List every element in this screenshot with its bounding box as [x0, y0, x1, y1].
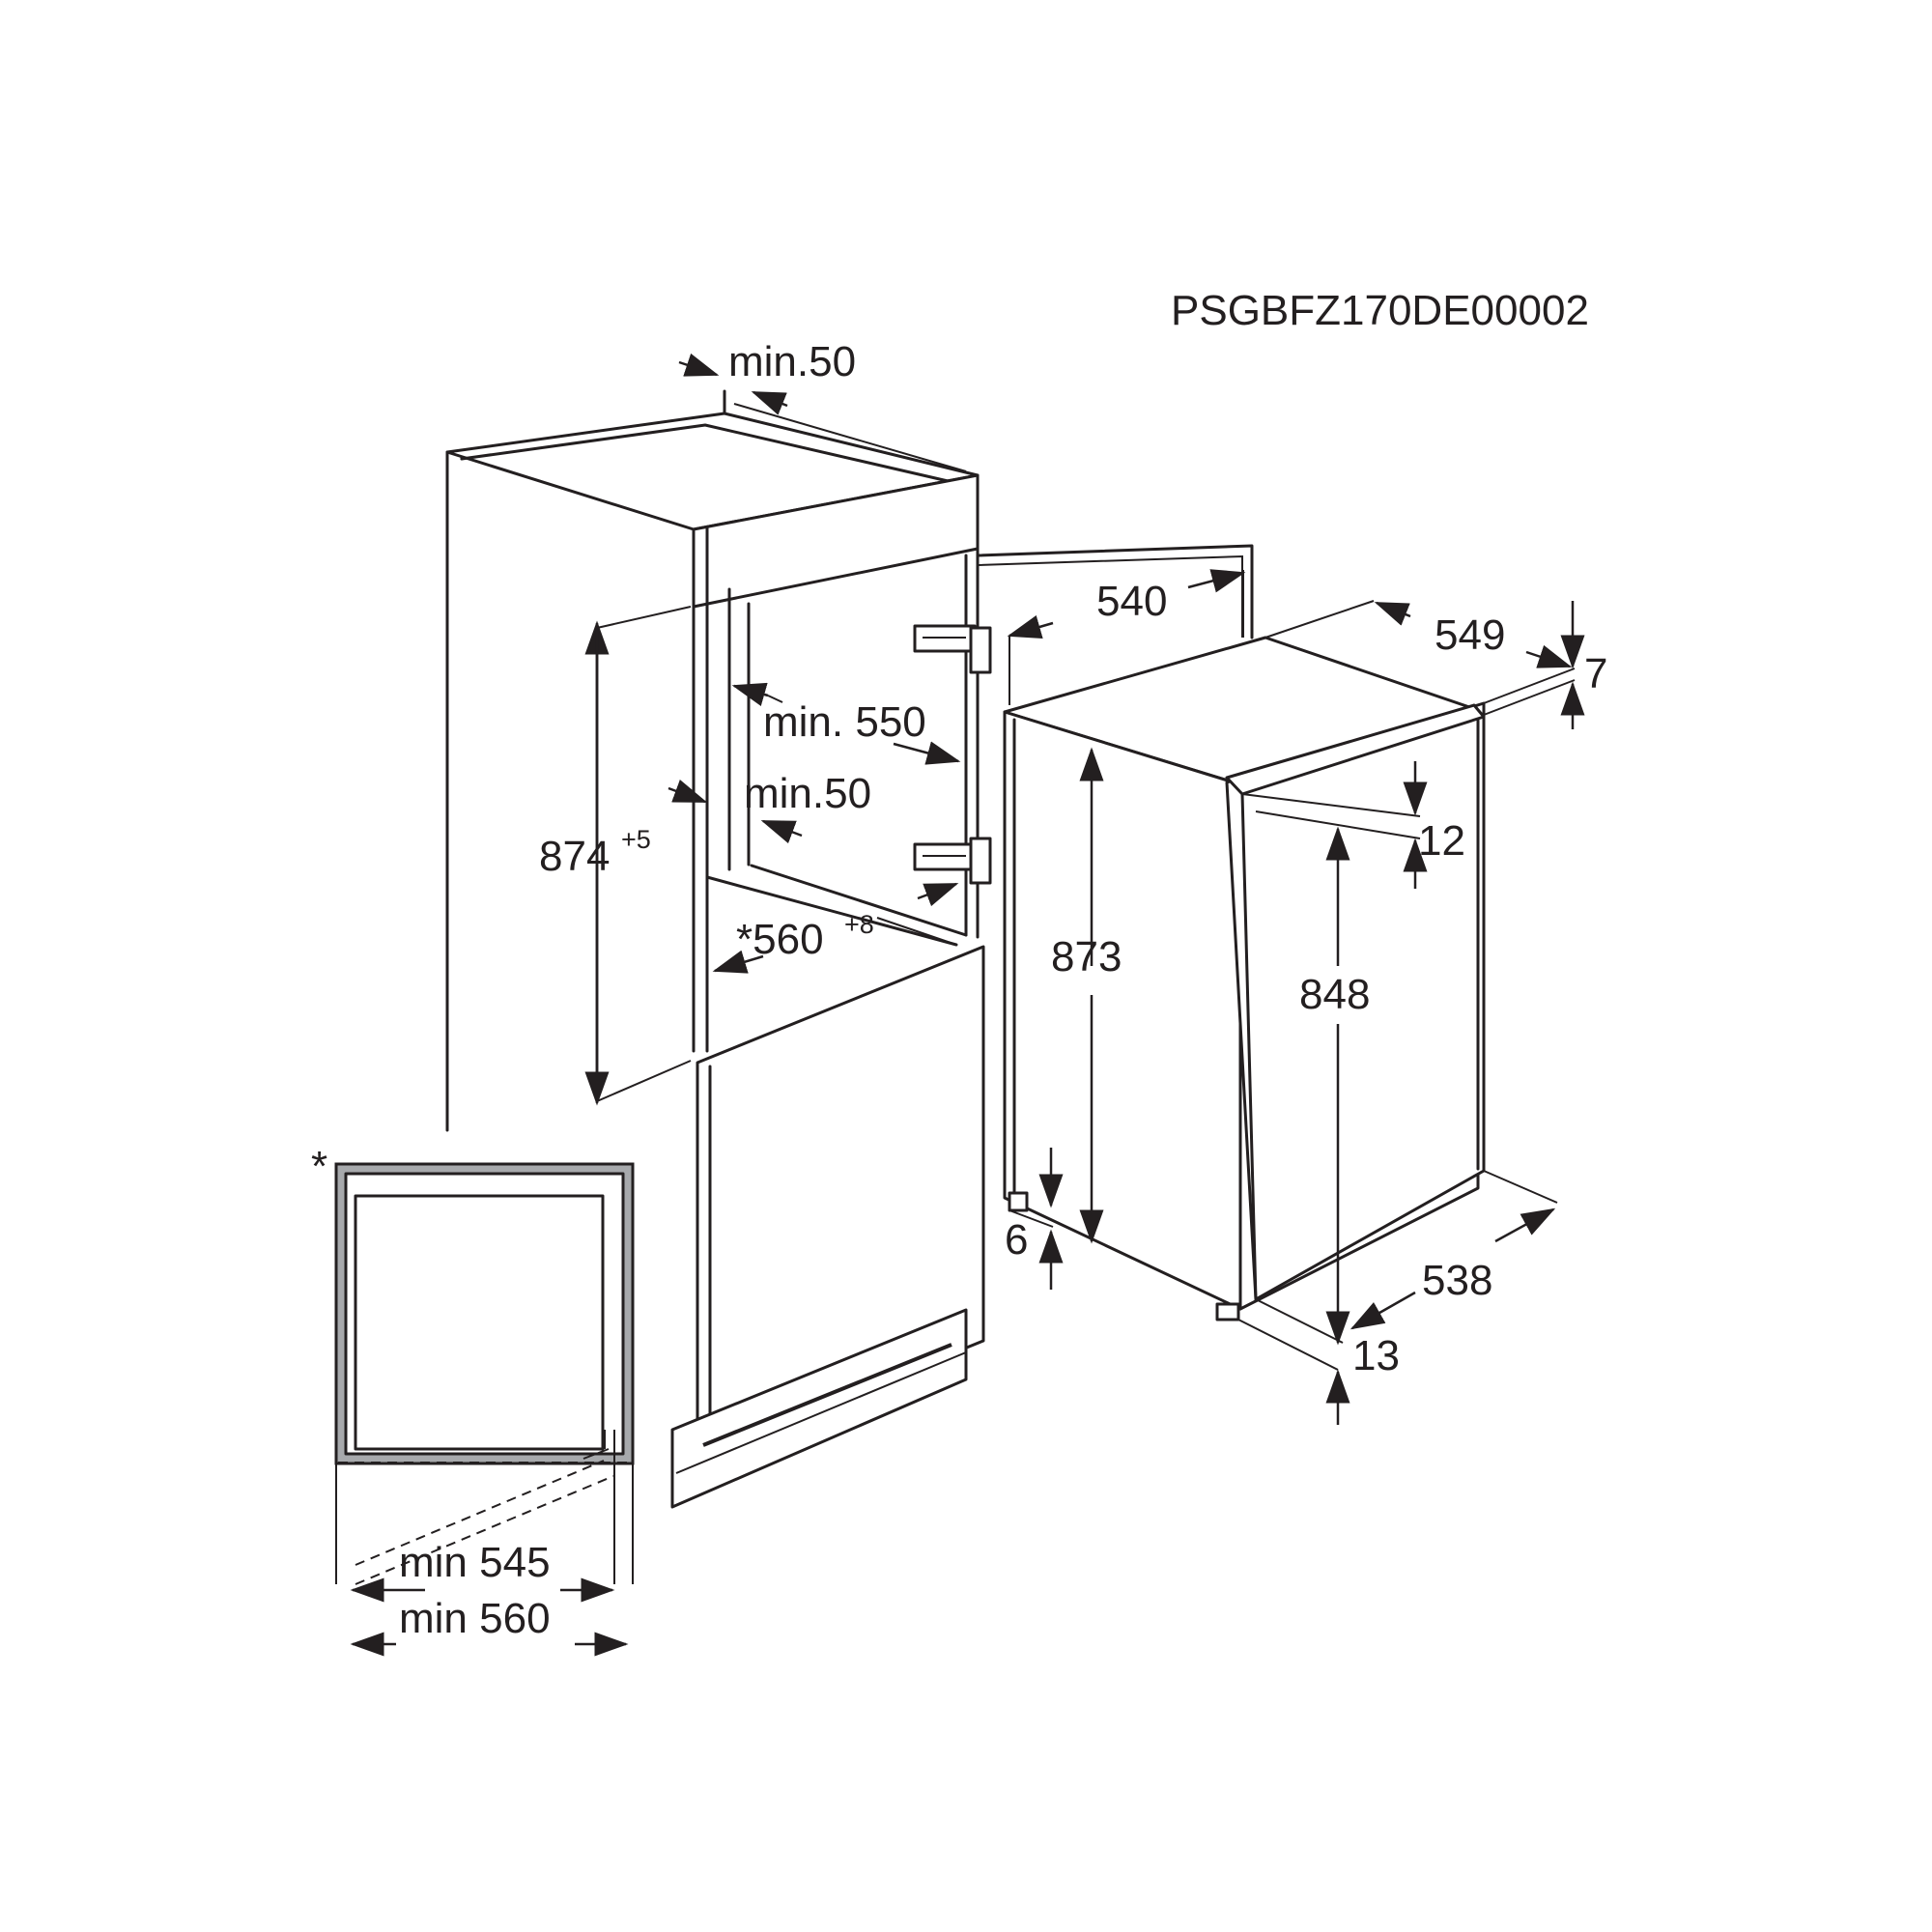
body-height-label: 873	[1051, 933, 1122, 980]
furniture-door	[670, 945, 985, 1509]
niche-height-value: 874	[539, 833, 610, 880]
door-top-gap-label: 12	[1418, 817, 1465, 865]
appliance-depth-label: 549	[1435, 611, 1505, 659]
niche-depth-label: min. 550	[763, 698, 926, 746]
appliance-top-offset-label: 7	[1584, 650, 1607, 697]
footnote-marker: *	[311, 1143, 327, 1190]
drawing-code: PSGBFZ170DE00002	[1171, 287, 1589, 334]
niche-side-gap-label: min.50	[744, 770, 871, 817]
body-depth-label: 538	[1422, 1257, 1492, 1304]
plan-min-inner-label: min 545	[399, 1539, 551, 1586]
niche-width-tolerance: +8	[844, 910, 874, 939]
door-bottom-gap-label: 13	[1352, 1332, 1400, 1379]
foot-height-label: 6	[1005, 1216, 1028, 1264]
door-frame	[976, 544, 1254, 639]
lower-hinge	[913, 837, 992, 885]
plan-detail: *	[311, 1143, 635, 1585]
door-height-label: 848	[1299, 971, 1370, 1018]
upper-hinge	[913, 624, 992, 674]
plan-min-outer-label: min 560	[399, 1595, 551, 1642]
door-width-label: 540	[1096, 578, 1167, 625]
niche-height-tolerance: +5	[621, 825, 651, 854]
niche-cabinet	[445, 389, 980, 1132]
niche-top-gap-label: min.50	[728, 338, 856, 385]
niche-width-value: *560	[736, 916, 824, 963]
